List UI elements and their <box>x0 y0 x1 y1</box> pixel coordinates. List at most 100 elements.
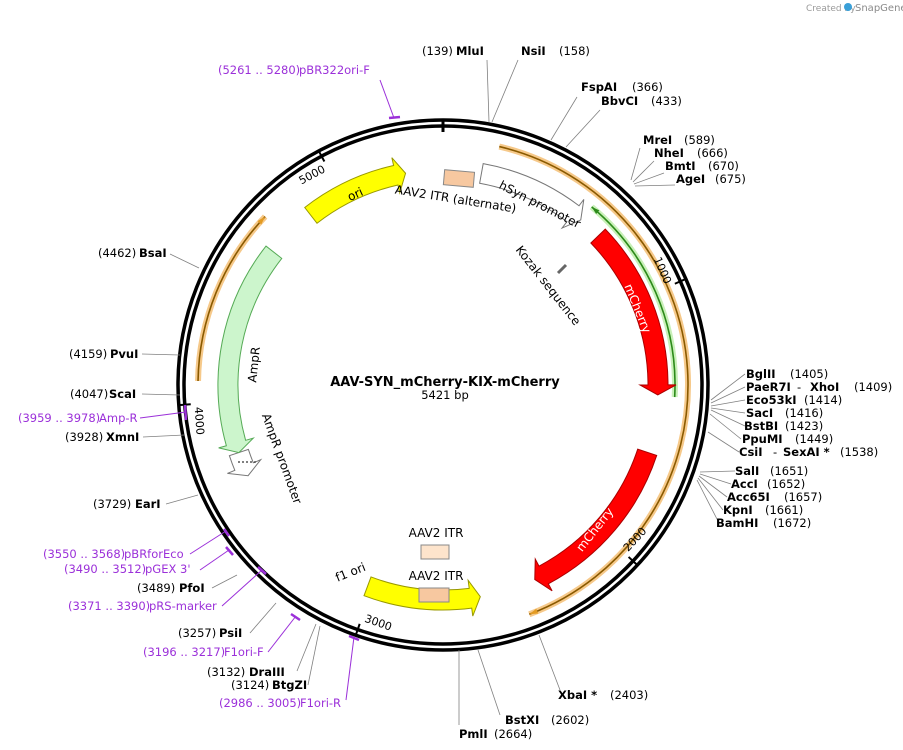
site-nsii: NsiI (158) <box>521 44 590 58</box>
restriction-sites: (139) MluI NsiI (158) FspAI (366) BbvCI … <box>65 44 892 741</box>
site-xbai: XbaI * (2403) <box>558 688 648 702</box>
site-psii: (3257) PsiI <box>178 626 242 640</box>
site-name: BamHI <box>716 516 758 530</box>
feature-kozak <box>556 263 568 275</box>
site-pos: (2602) <box>551 713 589 727</box>
features <box>217 157 677 617</box>
snapgene-logo-icon <box>844 3 852 11</box>
plasmid-length: 5421 bp <box>421 388 469 402</box>
green-arc-head <box>591 206 600 214</box>
site-pos: (1416) <box>785 406 823 420</box>
primer-range: (3196 .. 3217) <box>143 645 225 659</box>
site-name: SacI <box>746 406 773 420</box>
site-name: SalI <box>735 464 759 478</box>
primer-leaders <box>139 79 401 701</box>
site-bglii: BglII (1405) <box>746 367 828 381</box>
primer-name: F1ori-F <box>224 645 264 659</box>
feature-label-kozak: Kozak sequence <box>513 243 584 328</box>
site-name: EarI <box>135 497 161 511</box>
site-pos: (1405) <box>790 367 828 381</box>
site-acci: AccI (1652) <box>731 477 805 491</box>
site-name: BglII <box>746 367 776 381</box>
site-name: PfoI <box>179 581 205 595</box>
site-pos: (666) <box>697 146 728 160</box>
site-scai: (4047) ScaI <box>70 387 136 401</box>
site-name: NsiI <box>521 44 546 58</box>
svg-text:-: - <box>773 445 777 459</box>
site-nhei: NheI (666) <box>654 146 728 160</box>
feature-label-ampr-promoter: AmpR promoter <box>259 411 305 505</box>
site-name: PmlI <box>459 727 488 741</box>
site-pfoi: (3489) PfoI <box>137 581 205 595</box>
primer-name: pGEX 3' <box>145 562 191 576</box>
primer-range: (5261 .. 5280) <box>218 63 300 77</box>
primer-name: F1ori-R <box>300 696 341 710</box>
site-pos: (2403) <box>610 688 648 702</box>
orange-arc-line <box>499 145 689 616</box>
site-pos: (1651) <box>770 464 808 478</box>
site-name: BbvCI <box>601 94 638 108</box>
primer-name: pRS-marker <box>149 599 217 613</box>
site-name: MreI <box>643 133 672 147</box>
site-name: PvuI <box>110 347 138 361</box>
site-pos: (1414) <box>804 393 842 407</box>
site-pos: (3132) <box>207 665 245 679</box>
credit-brand: SnapGene <box>855 3 903 14</box>
site-mlui: (139) MluI <box>422 44 484 58</box>
site-btgzi: (3124) BtgZI <box>231 678 307 692</box>
primer-range: (3550 .. 3568) <box>43 547 125 561</box>
site-sali: SalI (1651) <box>735 464 808 478</box>
site-pos: (670) <box>708 159 739 173</box>
site-pos: (4462) <box>98 246 136 260</box>
site-pos: (1652) <box>767 477 805 491</box>
primer-sites: (5261 .. 5280) pBR322ori-F (3959 .. 3978… <box>18 63 370 710</box>
feature-itr_alt <box>442 169 476 188</box>
feature-mcherry2 <box>534 448 658 592</box>
site-pos: (1672) <box>773 516 811 530</box>
svg-text:-: - <box>797 380 801 394</box>
site-name: BtgZI <box>272 678 307 692</box>
site-leaders <box>141 59 746 725</box>
site-bbvci: BbvCI (433) <box>601 94 682 108</box>
site-eari: (3729) EarI <box>93 497 161 511</box>
feature-ampr_prom <box>227 448 263 477</box>
site-pos: (675) <box>715 172 746 186</box>
site-name: BsaI <box>139 246 167 260</box>
tick-label: 4000 <box>192 406 207 435</box>
site-bstbi: BstBI (1423) <box>744 419 823 433</box>
primer-name: Amp-R <box>99 411 138 425</box>
site-name: BmtI <box>665 159 696 173</box>
primer-f1ori-f: (3196 .. 3217) F1ori-F <box>143 645 264 659</box>
site-acc65i: Acc65I (1657) <box>727 490 822 504</box>
primer-f1ori-r: (2986 .. 3005) F1ori-R <box>219 696 341 710</box>
site-name: AccI <box>731 477 758 491</box>
site-name-2: SexAI * <box>783 445 830 459</box>
orange-arc-head <box>257 216 266 225</box>
site-name: AgeI <box>676 172 705 186</box>
site-pos: (366) <box>632 80 663 94</box>
site-name: PpuMI <box>742 432 783 446</box>
feature-ampr <box>217 245 283 454</box>
primer-range: (3490 .. 3512) <box>64 562 146 576</box>
site-fspai: FspAI (366) <box>581 80 663 94</box>
tick-mark <box>317 150 326 162</box>
tick-mark <box>354 623 361 636</box>
site-mrei: MreI (589) <box>643 133 715 147</box>
site-name: XbaI * <box>558 688 597 702</box>
site-pmli: PmlI (2664) <box>459 727 532 741</box>
tick-mark <box>178 403 191 407</box>
site-bamhi: BamHI (1672) <box>716 516 811 530</box>
site-pos: (4159) <box>69 347 107 361</box>
site-name: NheI <box>654 146 684 160</box>
site-pos: (3124) <box>231 678 269 692</box>
primer-pbr322ori-f: (5261 .. 5280) pBR322ori-F <box>218 63 370 77</box>
site-pos: (1657) <box>784 490 822 504</box>
site-agei: AgeI (675) <box>676 172 746 186</box>
site-pos: (1538) <box>840 445 878 459</box>
site-pos: (1661) <box>765 503 803 517</box>
site-pos: (3489) <box>137 581 175 595</box>
site-name: DraIII <box>249 665 285 679</box>
green-arc-line <box>591 206 676 398</box>
primer-name: pBR322ori-F <box>299 63 370 77</box>
